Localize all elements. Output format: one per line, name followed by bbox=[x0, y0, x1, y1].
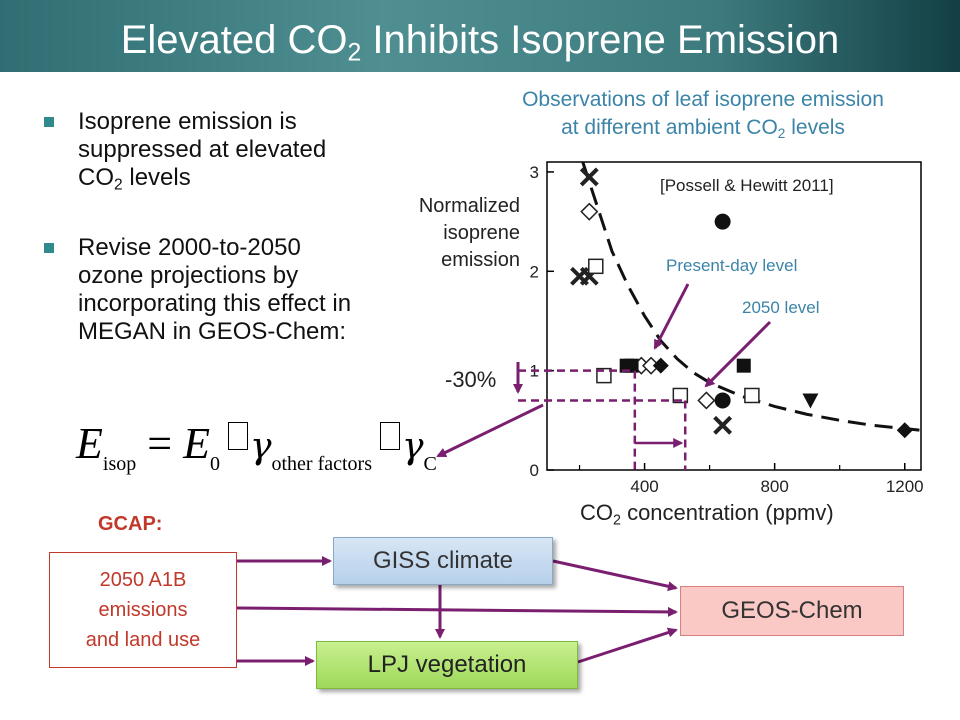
open-square-marker bbox=[744, 387, 760, 404]
y-tick-label: 3 bbox=[530, 163, 539, 182]
y-ticks: 0123 bbox=[530, 163, 554, 480]
plot-frame bbox=[546, 161, 922, 471]
present-day-arrow bbox=[653, 283, 690, 350]
filled-square-marker bbox=[624, 358, 639, 373]
x-tick-label: 1200 bbox=[886, 477, 924, 496]
equation-box-glyph bbox=[227, 422, 248, 450]
bullet-text: Isoprene emission is suppressed at eleva… bbox=[78, 108, 327, 194]
giss-to-geos-arrow bbox=[552, 559, 678, 592]
cross-marker bbox=[713, 415, 733, 435]
level-2050-arrow bbox=[704, 320, 772, 388]
open-square-marker bbox=[596, 367, 612, 384]
open-diamond-marker bbox=[580, 202, 599, 221]
bullet-square-icon bbox=[44, 243, 54, 253]
filled-triangle-marker bbox=[802, 393, 819, 409]
x-tick-label: 800 bbox=[760, 477, 788, 496]
level-2050-label: 2050 level bbox=[742, 298, 820, 317]
bullet-item: Revise 2000-to-2050 ozone projections by… bbox=[44, 234, 364, 404]
filled-diamond-marker bbox=[652, 357, 669, 374]
title-bar bbox=[0, 0, 960, 72]
gcap-label: GCAP: bbox=[98, 513, 163, 535]
bullet-text: Revise 2000-to-2050 ozone projections by… bbox=[78, 234, 352, 345]
giss-climate-box: GISS climate bbox=[333, 537, 553, 585]
fit-curve bbox=[581, 161, 922, 432]
citation: [Possell & Hewitt 2011] bbox=[660, 176, 834, 195]
x-tick-label: 400 bbox=[630, 477, 658, 496]
bullet-square-icon bbox=[44, 117, 54, 127]
x-axis-label: CO2 concentration (ppmv) bbox=[580, 500, 834, 529]
geos-chem-box: GEOS-Chem bbox=[680, 586, 904, 636]
equation-arrow bbox=[436, 403, 544, 458]
data-markers bbox=[570, 167, 913, 439]
filled-diamond-marker bbox=[896, 422, 913, 439]
filled-square-marker bbox=[736, 358, 751, 373]
open-square-marker bbox=[588, 258, 604, 275]
cross-marker bbox=[579, 167, 599, 187]
x-ticks: 400 800 1200 bbox=[578, 463, 924, 496]
a1b-to-geos-arrow bbox=[236, 606, 678, 617]
open-square-marker bbox=[672, 387, 689, 404]
present-day-label: Present-day level bbox=[666, 256, 798, 275]
filled-circle-marker bbox=[714, 392, 731, 409]
reference-guides bbox=[518, 369, 687, 470]
filled-circle-marker bbox=[714, 213, 731, 230]
reduction-label: -30% bbox=[445, 367, 497, 392]
lpj-vegetation-box: LPJ vegetation bbox=[316, 641, 578, 689]
open-diamond-marker bbox=[697, 391, 716, 410]
lpj-to-geos-arrow bbox=[577, 627, 678, 664]
bullet-item: Isoprene emission is suppressed at eleva… bbox=[44, 108, 364, 208]
y-tick-label: 2 bbox=[530, 262, 539, 281]
y-tick-label: 0 bbox=[530, 461, 539, 480]
equation-box-glyph bbox=[379, 422, 400, 450]
slide-title: Elevated CO2 Inhibits Isoprene Emission bbox=[120, 18, 840, 67]
